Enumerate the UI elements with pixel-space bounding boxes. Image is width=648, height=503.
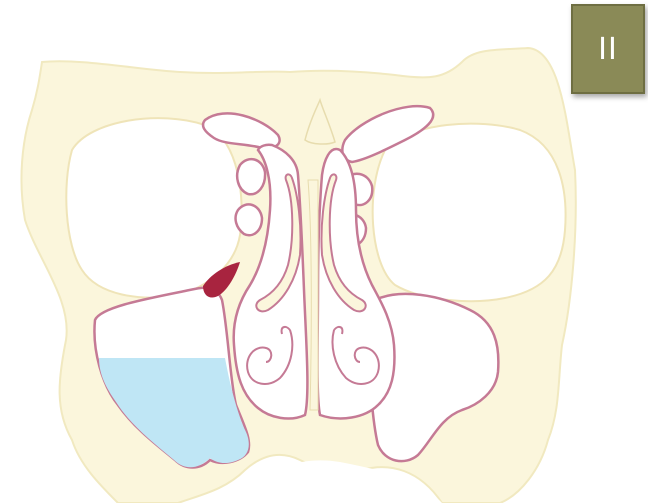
left-ethmoid-cell-1 — [237, 159, 265, 194]
slide-number-badge: II — [571, 4, 645, 94]
left-orbit — [66, 118, 241, 297]
right-orbit — [373, 124, 566, 301]
left-ethmoid-cell-2 — [236, 204, 262, 235]
